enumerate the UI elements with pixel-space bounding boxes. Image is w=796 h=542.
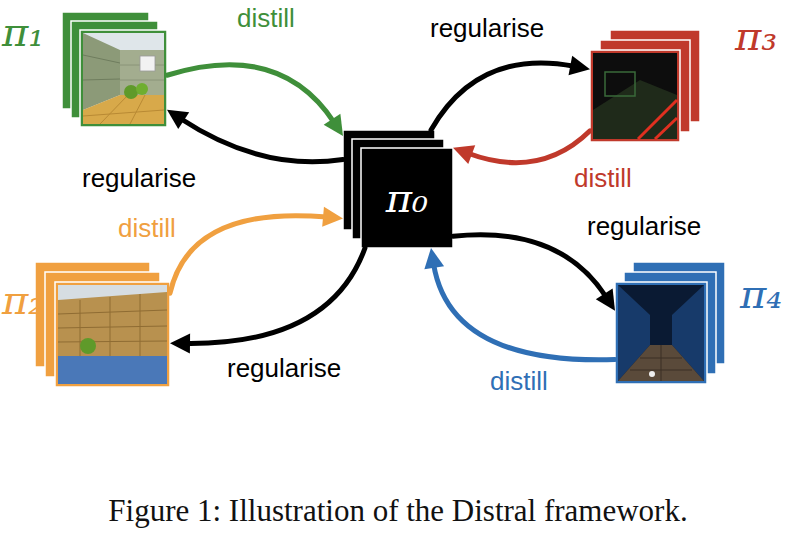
illustration-part	[136, 83, 148, 95]
curved-arrow	[170, 248, 365, 353]
policy-stack-red	[590, 30, 700, 142]
illustration-part	[58, 310, 167, 314]
curved-arrow	[453, 131, 590, 164]
policy-stack-black	[343, 130, 453, 248]
edge-label: regularise	[80, 164, 198, 194]
curved-arrow	[167, 110, 343, 162]
policy-stack-blue	[615, 262, 725, 384]
arrow-head	[453, 145, 475, 164]
illustration-part	[83, 95, 164, 124]
policy-node: π₁	[62, 12, 167, 127]
illustration-part	[58, 292, 167, 356]
curved-line	[186, 248, 365, 343]
policy-node: π₄	[615, 262, 725, 384]
illustration-part	[58, 341, 167, 342]
illustration-part	[590, 50, 680, 142]
edge-label: regularise	[428, 14, 546, 44]
illustration-part	[55, 282, 170, 387]
illustration-part	[361, 148, 453, 248]
illustration-part	[58, 285, 167, 384]
illustration-part	[110, 297, 111, 356]
arrow-head	[596, 289, 615, 311]
curved-line	[453, 235, 606, 298]
illustration-part	[83, 33, 164, 124]
illustration-part	[58, 326, 167, 328]
policy-label: π₃	[735, 16, 777, 56]
arrow-head	[170, 333, 190, 353]
illustration-part	[140, 294, 141, 356]
policy-node: π₂	[35, 262, 170, 387]
arrow-head	[324, 114, 343, 136]
illustration-part	[124, 85, 138, 99]
illustration-part	[80, 30, 167, 127]
edge-label: distill	[116, 214, 178, 244]
edge-label: regularise	[585, 212, 703, 242]
illustration-part	[83, 110, 164, 116]
illustration-part	[83, 79, 120, 80]
illustration-part	[80, 338, 96, 354]
curved-arrow	[170, 207, 343, 293]
curved-line	[167, 65, 334, 123]
illustration-part	[615, 282, 707, 384]
figure-caption: Figure 1: Illustration of the Distral fr…	[0, 492, 796, 529]
illustration-part	[58, 356, 167, 384]
curved-line	[180, 119, 343, 162]
illustration-part	[618, 345, 704, 381]
curved-arrow	[453, 235, 615, 311]
curved-line	[434, 264, 615, 360]
curved-line	[431, 63, 574, 130]
policy-stack-orange	[35, 262, 170, 387]
illustration-part	[661, 345, 662, 381]
policy-stack-green	[62, 12, 167, 127]
arrow-head	[322, 207, 343, 227]
illustration-part	[120, 80, 164, 81]
illustration-part	[83, 55, 120, 63]
arrow-head	[424, 248, 444, 269]
illustration-part	[605, 72, 635, 96]
policy-label: π₂	[2, 280, 44, 320]
illustration-part	[618, 285, 704, 381]
policy-label: π₁	[2, 12, 44, 52]
illustration-part	[649, 371, 655, 377]
illustration-part	[655, 118, 677, 139]
illustration-part	[638, 100, 677, 139]
illustration-part	[140, 56, 155, 71]
policy-label: π₀	[361, 148, 453, 248]
curved-arrow	[431, 56, 590, 130]
arrow-head	[568, 56, 590, 76]
illustration-part	[593, 53, 677, 139]
edge-label: distill	[235, 4, 297, 34]
curved-line	[170, 216, 327, 294]
edge-label: distill	[488, 367, 550, 397]
illustration-part	[100, 95, 128, 124]
edge-label: regularise	[225, 354, 343, 384]
policy-node: π₃	[590, 30, 700, 142]
curved-line	[468, 131, 590, 163]
edge-label: distill	[572, 164, 634, 194]
arrow-head	[167, 110, 189, 129]
policy-label: π₄	[740, 274, 782, 314]
policy-node: π₀	[343, 130, 453, 248]
curved-arrow	[424, 248, 615, 360]
illustration-part	[130, 95, 145, 124]
